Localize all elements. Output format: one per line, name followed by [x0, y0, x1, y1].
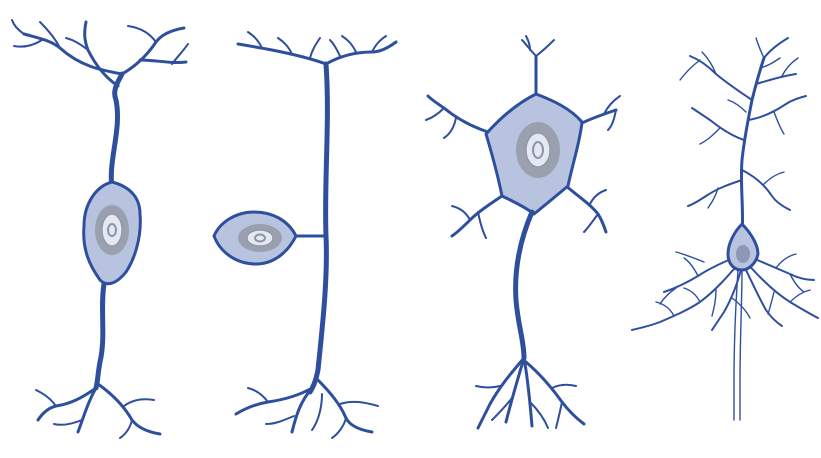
bipolar-dendrites: [12, 20, 188, 188]
bipolar-neuron: [12, 20, 188, 438]
pyramidal-basal-dendrites: [632, 252, 818, 330]
pyramidal-soma: [728, 224, 758, 270]
unipolar-neuron: [214, 32, 396, 438]
multipolar-neuron: [426, 36, 620, 428]
pyramidal-neuron: [632, 38, 818, 420]
pyramidal-apical-dendrite: [680, 38, 806, 236]
pyramidal-axon: [734, 270, 742, 420]
unipolar-dendrites: [238, 32, 396, 64]
bipolar-soma: [84, 182, 141, 284]
multipolar-axon: [476, 212, 584, 428]
unipolar-axon: [294, 64, 327, 392]
bipolar-axon: [36, 284, 160, 438]
unipolar-terminals: [236, 378, 378, 438]
unipolar-soma: [214, 212, 296, 264]
